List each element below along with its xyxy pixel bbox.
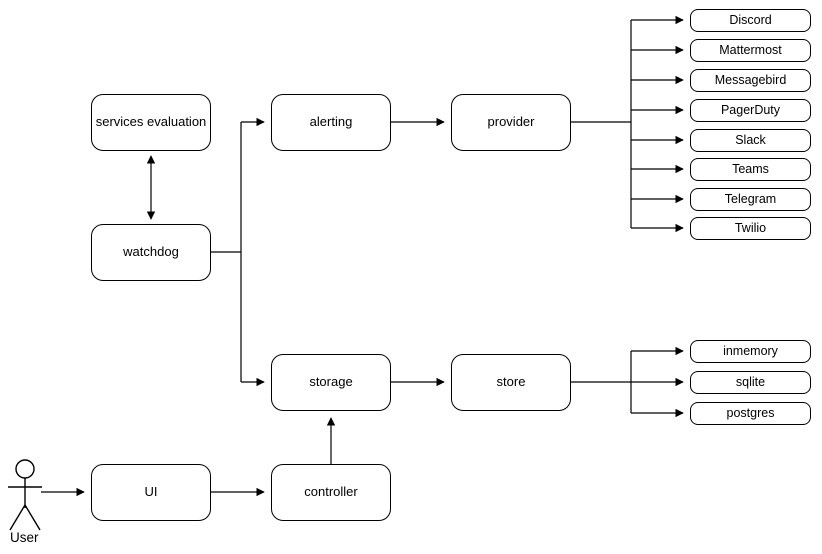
node-sqlite[interactable]: sqlite: [690, 371, 811, 394]
node-controller-label: controller: [304, 484, 358, 500]
node-messagebird-label: Messagebird: [714, 72, 787, 87]
node-messagebird[interactable]: Messagebird: [690, 69, 811, 92]
node-postgres-label: postgres: [726, 405, 775, 420]
node-discord-label: Discord: [729, 12, 772, 27]
node-telegram[interactable]: Telegram: [690, 188, 811, 211]
user-actor-label: User: [10, 530, 39, 545]
node-store[interactable]: store: [451, 354, 571, 411]
node-teams-label: Teams: [732, 161, 769, 176]
node-alerting[interactable]: alerting: [271, 94, 391, 151]
node-watchdog-label: watchdog: [123, 244, 179, 260]
node-pagerduty-label: PagerDuty: [720, 102, 781, 117]
node-discord[interactable]: Discord: [690, 9, 811, 32]
node-provider[interactable]: provider: [451, 94, 571, 151]
node-twilio-label: Twilio: [734, 220, 767, 235]
node-sqlite-label: sqlite: [735, 374, 766, 389]
node-store-label: store: [496, 374, 526, 390]
node-ui[interactable]: UI: [91, 464, 211, 521]
node-storage-label: storage: [309, 374, 353, 390]
node-slack[interactable]: Slack: [690, 129, 811, 152]
node-ui-label: UI: [144, 484, 158, 500]
node-mattermost-label: Mattermost: [719, 42, 782, 57]
node-pagerduty[interactable]: PagerDuty: [690, 99, 811, 122]
stick-figure-icon: [8, 459, 42, 531]
node-controller[interactable]: controller: [271, 464, 391, 521]
node-twilio[interactable]: Twilio: [690, 217, 811, 240]
node-slack-label: Slack: [735, 132, 766, 147]
node-watchdog[interactable]: watchdog: [91, 224, 211, 281]
node-teams[interactable]: Teams: [690, 158, 811, 181]
node-inmemory[interactable]: inmemory: [690, 340, 811, 363]
node-telegram-label: Telegram: [724, 191, 777, 206]
node-services-evaluation[interactable]: services evaluation: [91, 94, 211, 151]
node-mattermost[interactable]: Mattermost: [690, 39, 811, 62]
node-postgres[interactable]: postgres: [690, 402, 811, 425]
node-provider-label: provider: [487, 114, 535, 130]
node-storage[interactable]: storage: [271, 354, 391, 411]
node-alerting-label: alerting: [309, 114, 353, 130]
node-inmemory-label: inmemory: [723, 343, 778, 358]
node-services-evaluation-label: services evaluation: [95, 114, 207, 130]
